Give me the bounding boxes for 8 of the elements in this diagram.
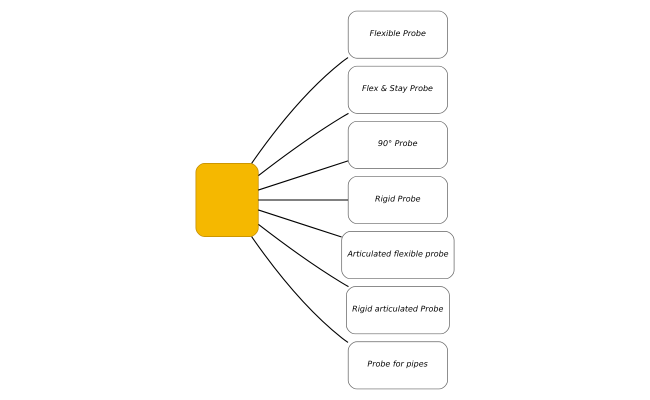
connector: [251, 236, 348, 343]
connector: [251, 57, 348, 164]
connector: [258, 199, 348, 201]
connector: [258, 160, 348, 191]
node-box: [196, 163, 259, 237]
connector: [258, 209, 342, 238]
connector: [258, 112, 349, 176]
connector: [258, 224, 349, 288]
